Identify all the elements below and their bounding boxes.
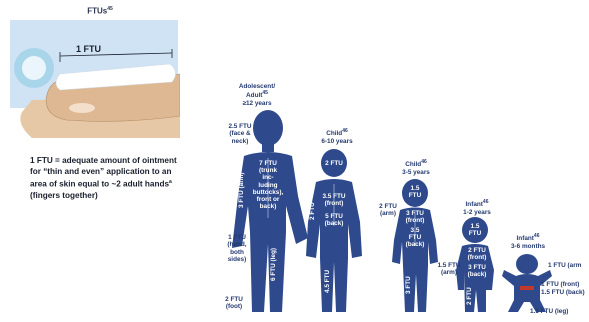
infant12-back-label: 3 FTU(back) (464, 264, 490, 278)
child610-front-label: 3.5 FTU(front) (318, 193, 350, 207)
group-header-infant-1-2: Infant46 1-2 years (452, 199, 502, 216)
child610-arm-label: 2 FTU (309, 196, 316, 226)
child610-face-label: 2 FTU (322, 160, 346, 167)
child610-leg-label: 4.5 FTU (324, 264, 331, 298)
group-header-child-6-10: Child46 6-10 years (312, 128, 362, 145)
infant36-front-label: 1 FTU (front) (541, 281, 589, 288)
adult-face-neck-label: 2.5 FTU(face & neck) (222, 123, 258, 145)
group-header-infant-3-6m: Infant46 3-6 months (503, 233, 553, 250)
infant36-leg-label: 1.5 FTU (leg) (530, 308, 578, 315)
infant36-back-label: 1.5 FTU (back) (541, 289, 589, 296)
group-header-child-3-5: Child46 3-5 years (391, 159, 441, 176)
adult-foot-label: 2 FTU(foot) (222, 296, 246, 311)
adult-arm-label: 3 FTU (arm) (238, 170, 245, 210)
infant12-arm-label: 1.5 FTU(arm) (436, 262, 462, 277)
child35-arm-label: 2 FTU(arm) (376, 203, 400, 218)
child35-leg-label: 3 FTU (405, 272, 412, 298)
child35-front-label: 3 FTU(front) (402, 210, 428, 224)
adult-leg-label: 6 FTU (leg) (270, 244, 277, 284)
group-header-adult: Adolescent/ Adult45 ≥12 years (222, 83, 292, 107)
child-6-10-figure (306, 149, 362, 312)
infant36-arm-label: 1 FTU (arm (548, 262, 589, 269)
child610-back-label: 5 FTU(back) (318, 213, 350, 227)
infant12-leg-label: 2 FTU (466, 284, 473, 308)
infant12-front-label: 2 FTU(front) (464, 247, 490, 261)
